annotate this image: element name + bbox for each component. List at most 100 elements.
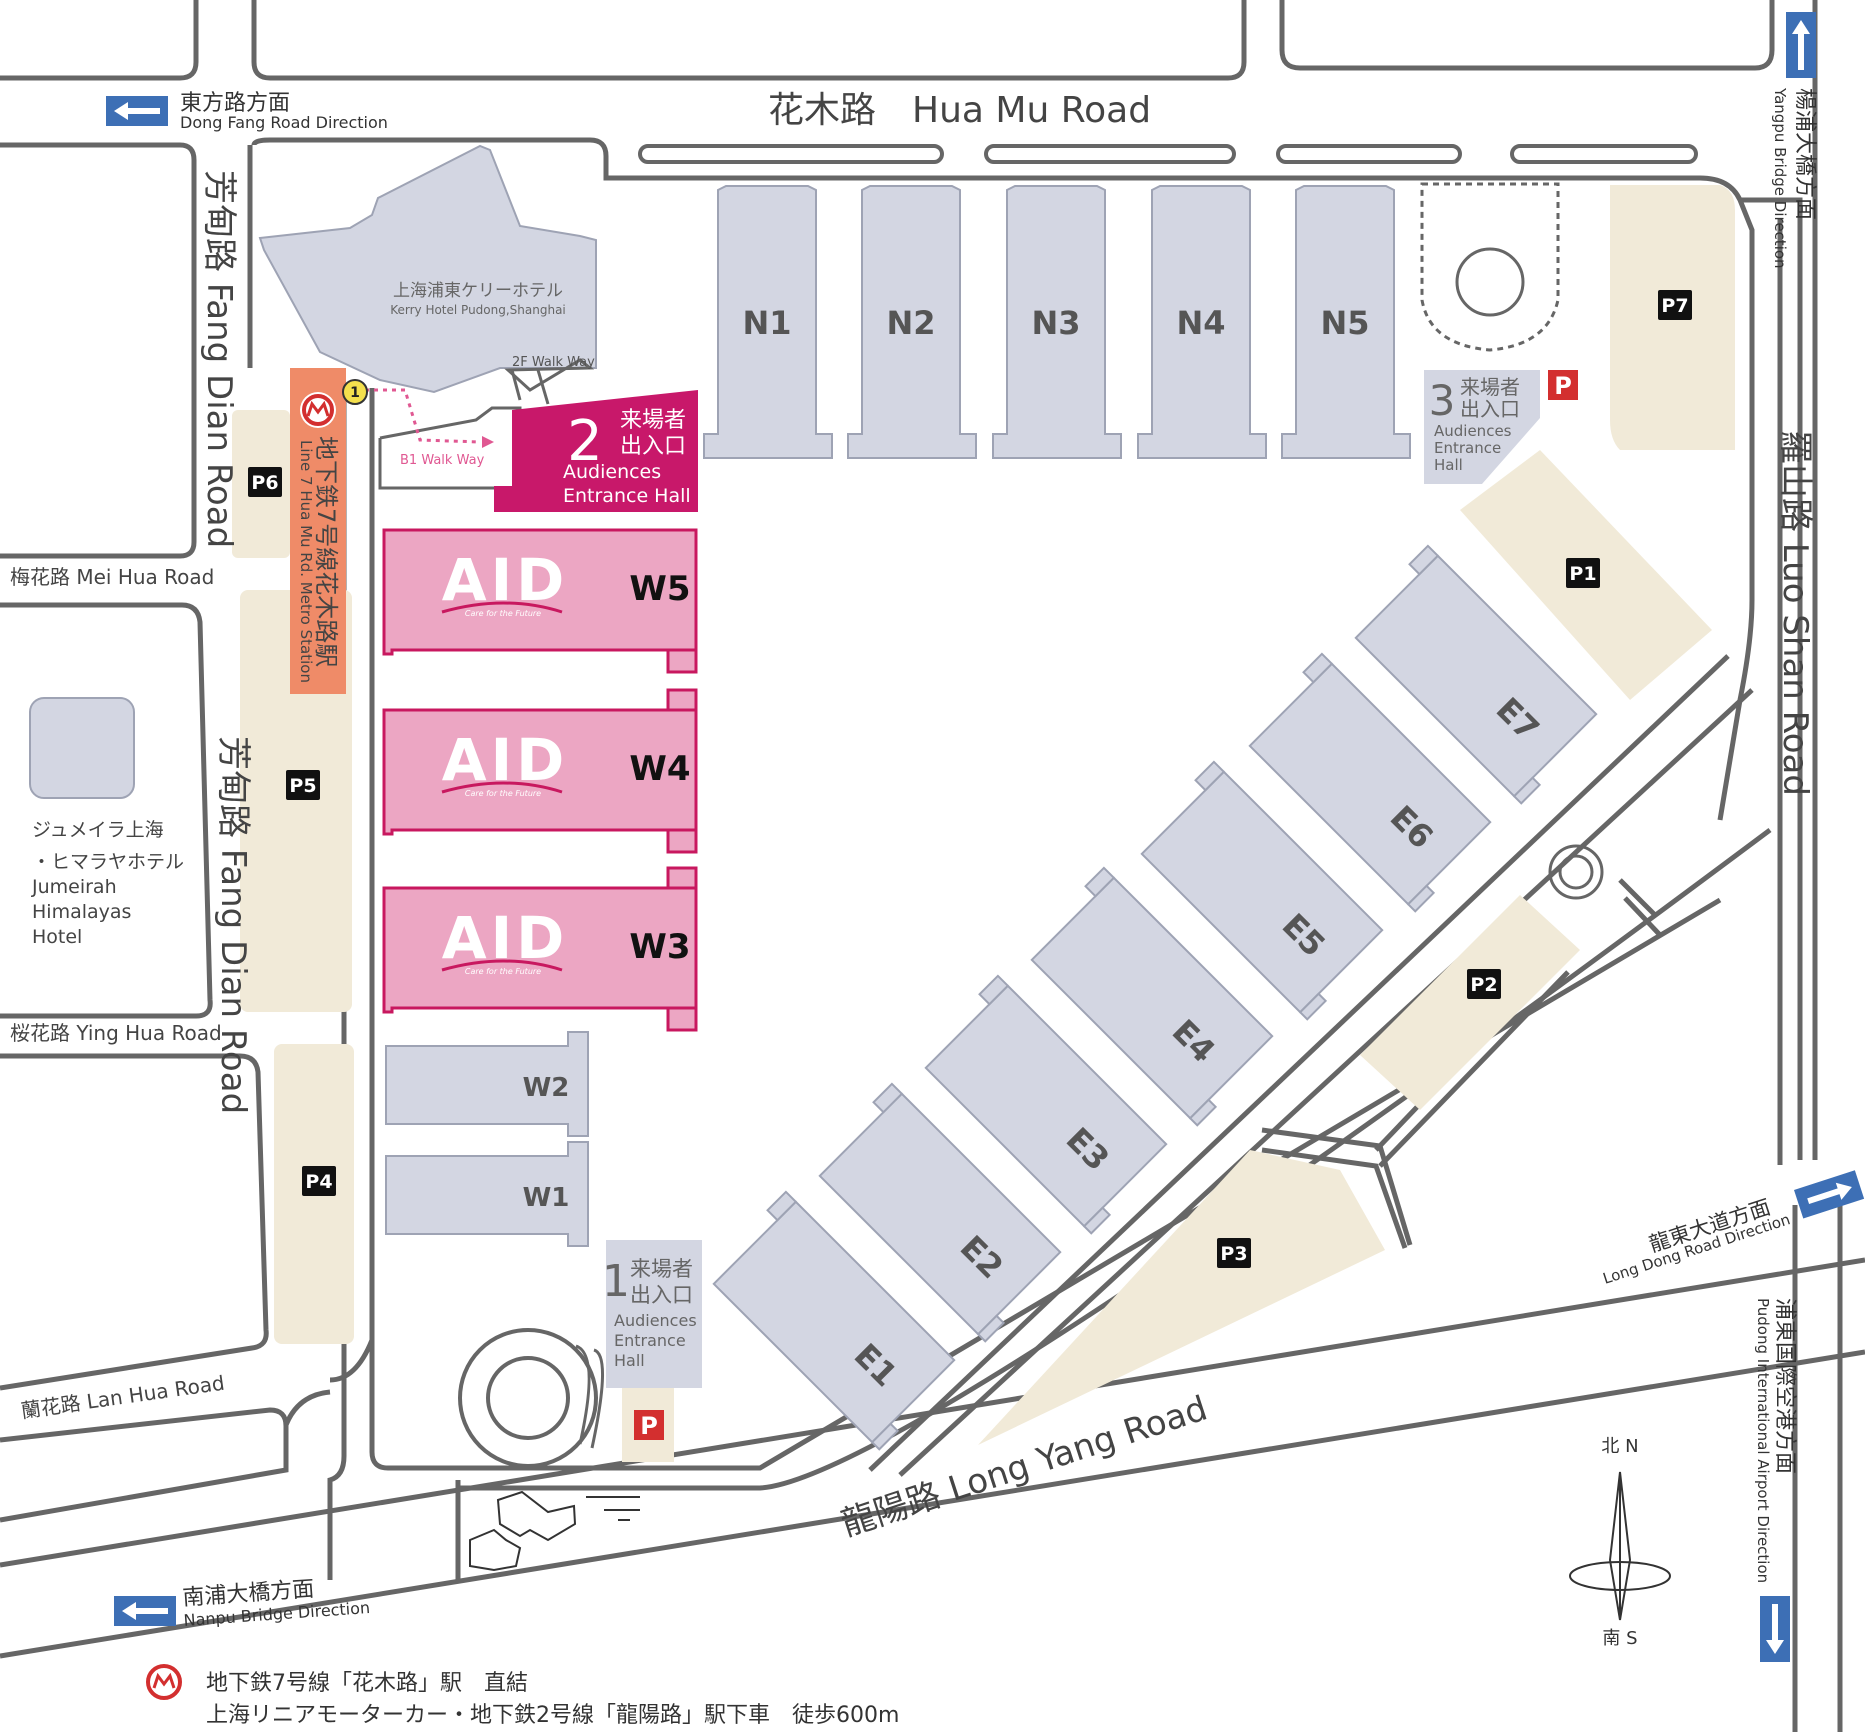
yangpu-direction-jp: 楊浦大橋方面 bbox=[1792, 88, 1817, 220]
parking-label-p4: P4 bbox=[305, 1171, 332, 1193]
entrance-1-jp2: 出入口 bbox=[630, 1283, 693, 1307]
entrance-3-en3: Hall bbox=[1434, 456, 1463, 474]
parking-badge-p4: P4 bbox=[302, 1166, 336, 1196]
compass-south: 南 S bbox=[1602, 1628, 1637, 1649]
hall-e1[interactable]: E1 bbox=[704, 1190, 961, 1451]
road-mei-hua: 梅花路 Mei Hua Road bbox=[10, 565, 214, 589]
dong-fang-direction-en: Dong Fang Road Direction bbox=[180, 113, 388, 132]
entrance-2-jp1: 来場者 bbox=[620, 408, 686, 433]
entrance-1-number: 1 bbox=[602, 1256, 630, 1307]
metro-logo-icon bbox=[300, 392, 336, 428]
entrance-2-jp2: 出入口 bbox=[620, 434, 686, 459]
entrance-hall-3[interactable]: 3 来場者 出入口 Audiences Entrance Hall bbox=[1424, 370, 1540, 484]
hall-w1[interactable]: W1 bbox=[385, 1141, 589, 1247]
kerry-hotel-jp: 上海浦東ケリーホテル bbox=[393, 281, 563, 301]
footer-line-2: 上海リニアモーターカー・地下鉄2号線「龍陽路」駅下車 徒歩600m bbox=[206, 1703, 899, 1728]
dong-fang-direction-jp: 東方路方面 bbox=[180, 91, 290, 116]
hall-e5[interactable]: E5 bbox=[1132, 760, 1389, 1021]
roundabouts bbox=[458, 182, 1604, 1468]
kerry-hotel-en: Kerry Hotel Pudong,Shanghai bbox=[390, 303, 566, 317]
hall-w5-label: W5 bbox=[629, 569, 690, 609]
entrance-2-number: 2 bbox=[567, 409, 603, 474]
jumeirah-en3: Hotel bbox=[32, 926, 82, 948]
yangpu-arrow-icon bbox=[1786, 12, 1816, 78]
svg-text:Care for the Future: Care for the Future bbox=[465, 967, 541, 976]
footer-line-1: 地下鉄7号線「花木路」駅 直結 bbox=[206, 1671, 528, 1696]
metro-exit-badge bbox=[342, 379, 368, 405]
walkway-paths bbox=[365, 388, 494, 448]
hall-e3[interactable]: E3 bbox=[916, 974, 1173, 1235]
long-dong-arrow-icon bbox=[1794, 1170, 1865, 1219]
road-luo-shan: 羅山路 Luo Shan Road bbox=[1775, 430, 1815, 796]
pudong-direction-en: Pudong International Airport Direction bbox=[1754, 1298, 1772, 1583]
hall-n1-label: N1 bbox=[742, 304, 791, 342]
hall-e2[interactable]: E2 bbox=[810, 1082, 1067, 1343]
road-medians bbox=[638, 144, 1698, 164]
road-fang-dian-top: 芳甸路 Fang Dian Road bbox=[199, 170, 239, 548]
parking-label-p7: P7 bbox=[1661, 295, 1688, 317]
pudong-direction-jp: 浦東国際空港方面 bbox=[1772, 1298, 1797, 1474]
svg-text:Care for the Future: Care for the Future bbox=[465, 609, 541, 618]
road-hua-mu: 花木路 Hua Mu Road bbox=[768, 90, 1151, 131]
dong-fang-arrow-icon bbox=[106, 96, 168, 126]
north-halls: N1 N2 N3 N4 N5 bbox=[703, 185, 1411, 459]
hall-w1-label: W1 bbox=[523, 1183, 570, 1213]
nanpu-arrow-icon bbox=[114, 1596, 176, 1626]
parking-badge-p6: P6 bbox=[248, 467, 282, 497]
parking-label-p2: P2 bbox=[1470, 974, 1497, 996]
entrance-1-en2: Entrance bbox=[614, 1331, 686, 1350]
parking-icon-north: P bbox=[1548, 370, 1578, 400]
walkway-b1-label: B1 Walk Way bbox=[400, 453, 485, 468]
hall-n4-label: N4 bbox=[1176, 304, 1225, 342]
hall-n3-label: N3 bbox=[1031, 304, 1080, 342]
hall-n5[interactable]: N5 bbox=[1281, 185, 1411, 459]
hall-n2[interactable]: N2 bbox=[847, 185, 977, 459]
hall-n1[interactable]: N1 bbox=[703, 185, 833, 459]
parking-badge-p5: P5 bbox=[286, 770, 320, 800]
kerry-hotel-building bbox=[258, 144, 597, 405]
hall-e4[interactable]: E4 bbox=[1022, 866, 1279, 1127]
hall-w2-label: W2 bbox=[523, 1073, 570, 1103]
entrance-2-en2: Entrance Hall bbox=[563, 485, 691, 507]
parking-badge-p1: P1 bbox=[1566, 558, 1600, 588]
parking-label-p3: P3 bbox=[1220, 1243, 1247, 1265]
entrance-3-jp1: 来場者 bbox=[1460, 375, 1520, 399]
jumeirah-en1: Jumeirah bbox=[31, 876, 117, 898]
entrance-3-en1: Audiences bbox=[1434, 422, 1512, 440]
hall-e6[interactable]: E6 bbox=[1240, 652, 1497, 913]
hall-n5-label: N5 bbox=[1320, 304, 1369, 342]
b1-walkway-outline bbox=[378, 406, 522, 490]
svg-text:P: P bbox=[640, 1412, 658, 1440]
svg-text:P: P bbox=[1554, 372, 1572, 400]
jumeirah-jp2: ・ヒマラヤホテル bbox=[32, 851, 184, 873]
entrance-1-en3: Hall bbox=[614, 1351, 645, 1370]
small-buildings bbox=[469, 1490, 640, 1572]
metro-exit-number: 1 bbox=[350, 385, 360, 401]
parking-label-p1: P1 bbox=[1569, 563, 1596, 585]
road-fang-dian-mid: 芳甸路 Fang Dian Road bbox=[213, 736, 253, 1114]
metro-station-name-jp: 地下鉄7号線花木路駅 bbox=[312, 436, 340, 667]
hall-n4[interactable]: N4 bbox=[1137, 185, 1267, 459]
hall-e7[interactable]: E7 bbox=[1346, 544, 1603, 805]
hall-w3-label: W3 bbox=[629, 927, 690, 967]
jumeirah-en2: Himalayas bbox=[32, 901, 131, 923]
svg-text:Care for the Future: Care for the Future bbox=[465, 789, 541, 798]
entrance-hall-2[interactable]: 2 来場者 出入口 Audiences Entrance Hall bbox=[494, 390, 698, 512]
parking-badge-p3: P3 bbox=[1217, 1238, 1251, 1268]
hall-n3[interactable]: N3 bbox=[992, 185, 1122, 459]
road-ying-hua: 桜花路 Ying Hua Road bbox=[10, 1021, 222, 1045]
entrance-1-en1: Audiences bbox=[614, 1311, 697, 1330]
metro-station-name-en: Line 7 Hua Mu Rd. Metro Station bbox=[297, 440, 315, 683]
hall-w2[interactable]: W2 bbox=[385, 1031, 589, 1137]
entrance-3-number: 3 bbox=[1429, 376, 1456, 425]
parking-badge-p2: P2 bbox=[1467, 969, 1501, 999]
entrance-hall-1[interactable]: 1 来場者 出入口 Audiences Entrance Hall bbox=[602, 1240, 702, 1388]
